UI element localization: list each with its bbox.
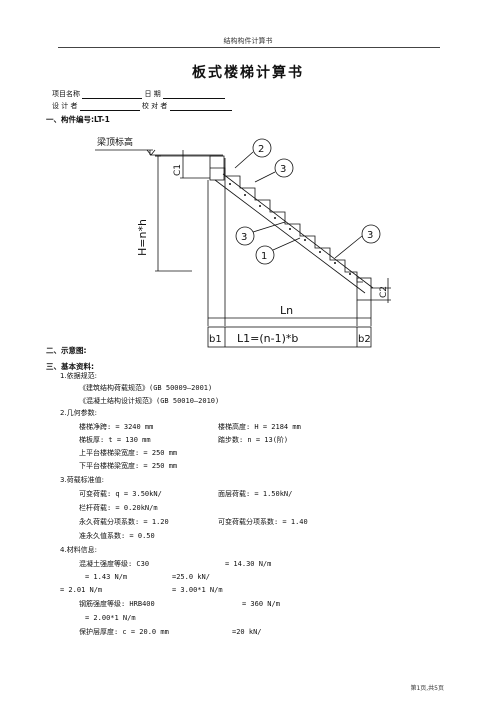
code-line-2: 《混凝土结构设计规范》(GB 50010—2010): [79, 397, 220, 405]
callout-2: 2: [258, 144, 264, 155]
mat-fy: = 360 N/m: [242, 600, 280, 608]
load-variable: 可变荷载: q = 3.50kN/: [79, 490, 162, 498]
section-1-heading: 一、构件编号:LT-1: [46, 115, 110, 124]
l1-label: L1=(n-1)*b: [237, 332, 298, 345]
mat-cover: 保护层厚度: c = 20.0 mm: [79, 628, 169, 636]
item-3-label: 3.荷载标准值:: [60, 476, 105, 484]
project-field[interactable]: [82, 90, 143, 99]
geo-upper-beam: 上平台楼梯梁宽度: = 250 mm: [79, 449, 178, 457]
geo-thickness: 梯板厚: t = 130 mm: [79, 436, 151, 444]
mat-ft: = 1.43 N/m: [85, 573, 128, 581]
designer-field[interactable]: [79, 102, 140, 111]
stamp-label: 梁顶标高: [97, 136, 133, 148]
geo-steps: 踏步数: n = 13(阶): [218, 436, 289, 444]
date-label: 日 期: [144, 90, 161, 98]
ln-label: Ln: [280, 304, 293, 317]
load-finish: 面层荷载: = 1.50kN/: [218, 490, 293, 498]
callout-3-upper: 3: [280, 164, 286, 175]
callout-3-right: 3: [367, 230, 373, 241]
item-1-label: 1.依据规范:: [60, 372, 98, 380]
geo-span: 楼梯净跨: = 3240 mm: [79, 423, 154, 431]
geo-height: 楼梯高度: H = 2184 mm: [218, 423, 301, 431]
mat-finish-weight: =20 kN/: [232, 628, 262, 636]
checker-field[interactable]: [169, 102, 232, 111]
mat-concrete: 混凝土强度等级: C30: [79, 560, 150, 568]
item-4-label: 4.材料信息:: [60, 546, 98, 554]
b1-label: b1: [209, 334, 222, 345]
mat-es: = 2.00*1 N/m: [85, 614, 136, 622]
stair-diagram: 梁顶标高: [95, 136, 391, 348]
mat-ec: = 3.00*1 N/m: [172, 586, 223, 594]
h-label: H=n*h: [136, 219, 149, 256]
header-rule: [58, 47, 440, 48]
checker-label: 校 对 者: [141, 102, 168, 110]
callout-3-left: 3: [241, 232, 247, 243]
item-2-label: 2.几何参数:: [60, 409, 98, 417]
meta-row-1: 项目名称 日 期: [52, 90, 225, 99]
mat-steel: 钢筋强度等级: HRB400: [79, 600, 155, 608]
load-live-factor: 可变荷载分项系数: = 1.40: [218, 518, 308, 526]
mat-ftk: = 2.01 N/m: [60, 586, 103, 594]
load-dead-factor: 永久荷载分项系数: = 1.20: [79, 518, 169, 526]
section-2-heading: 二、示意图:: [46, 346, 87, 355]
document-title: 板式楼梯计算书: [192, 65, 304, 81]
running-header: 结构构件计算书: [223, 37, 273, 45]
project-label: 项目名称: [52, 90, 80, 98]
page-footer: 第1页,共5页: [410, 685, 444, 692]
b2-label: b2: [358, 334, 371, 345]
c1-label: C1: [173, 164, 183, 176]
meta-row-2: 设 计 者 校 对 者: [52, 102, 232, 111]
c2-label: C2: [379, 286, 389, 298]
callout-1: 1: [261, 251, 267, 262]
mat-unit-weight: =25.0 kN/: [172, 573, 210, 581]
mat-fc: = 14.30 N/m: [225, 560, 272, 568]
load-railing: 栏杆荷载: = 0.20kN/m: [79, 504, 158, 512]
load-quasi-factor: 准永久值系数: = 0.50: [79, 532, 155, 540]
geo-lower-beam: 下平台楼梯梁宽度: = 250 mm: [79, 462, 178, 470]
date-field[interactable]: [162, 90, 225, 99]
section-3-heading: 三、基本资料:: [46, 362, 94, 371]
code-line-1: 《建筑结构荷载规范》(GB 50009—2001): [79, 384, 213, 392]
designer-label: 设 计 者: [52, 102, 78, 110]
